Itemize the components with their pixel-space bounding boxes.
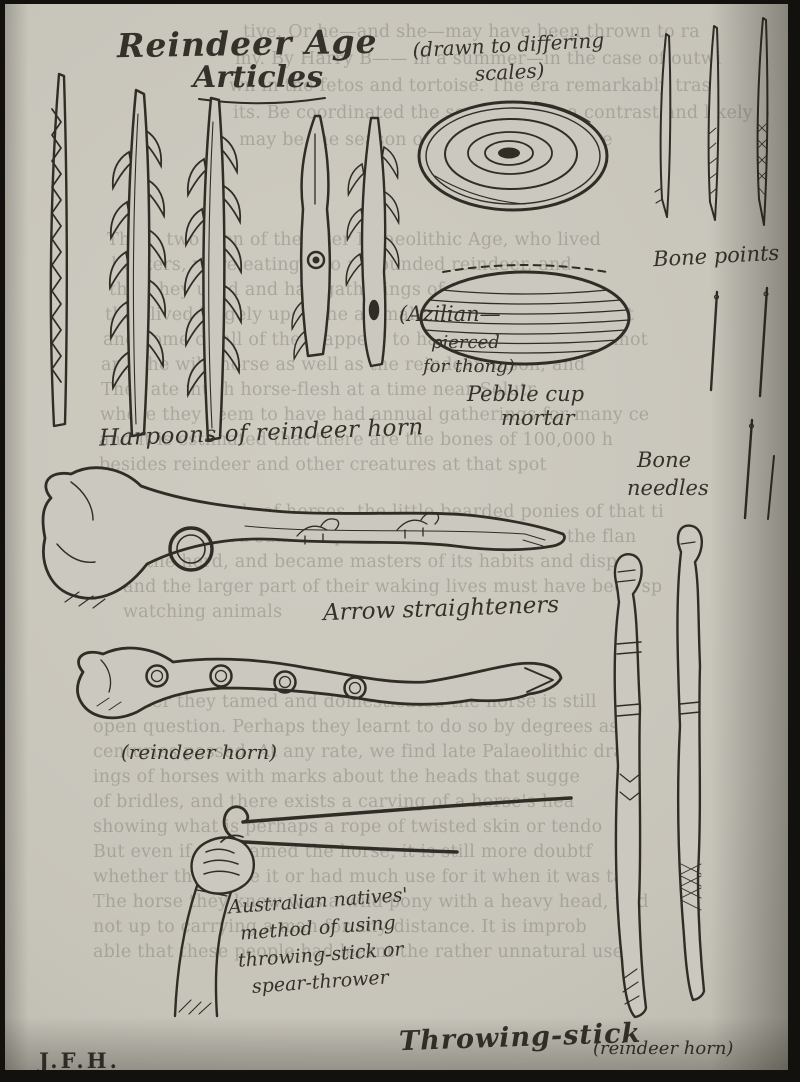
reindeer-horn-note-1: (reindeer horn) — [121, 740, 278, 764]
pebble-cup-caption-line2: mortar — [501, 406, 575, 430]
azilian-note-line1: (Azilian— — [399, 302, 501, 326]
pebble-cup-caption-line1: Pebble cup — [467, 382, 585, 406]
bleedthrough-line: centuries passed. At any rate, we find l… — [93, 742, 625, 762]
bleedthrough-line: its. Be coordinated the seasons with a c… — [233, 103, 771, 123]
reindeer-horn-note-2: (reindeer horn) — [593, 1038, 734, 1059]
bleedthrough-line: But even if they tamed the horse, it is … — [93, 842, 593, 862]
bleedthrough-line: and it is estimated that there are the b… — [99, 430, 614, 450]
bleedthrough-line: that they used and had gatherings of the… — [109, 280, 585, 300]
bleedthrough-line: besides reindeer and other creatures at … — [99, 455, 547, 475]
australian-method-note: Australian natives' method of using thro… — [227, 882, 414, 1002]
page-title-line1: Reindeer Age — [116, 21, 378, 66]
bleedthrough-line: open question. Perhaps they learnt to do… — [93, 717, 632, 737]
bleedthrough-line: and the larger part of their waking live… — [123, 577, 663, 597]
scales-note: (drawn to differing scales) — [402, 26, 617, 91]
page-background: tive. Or he—and she—may have been thrown… — [5, 4, 788, 1070]
bleedthrough-line: These two men of the later Palaeolithic … — [107, 230, 602, 250]
bleedthrough-line: followed herds of horses, the little bea… — [123, 502, 664, 522]
bleedthrough-line: they lived largely upon the animals; wer… — [105, 305, 635, 325]
bleedthrough-line: ings of horses with marks about the head… — [93, 767, 581, 787]
bleedthrough-line: Whether they tamed and domesticated the … — [93, 692, 597, 712]
bleedthrough-line: their elevated summer pasture. They hung… — [123, 527, 637, 547]
bleedthrough-line: showing what is perhaps a rope of twiste… — [93, 817, 603, 837]
bleedthrough-line: may be the season of the frog, or the li… — [239, 130, 613, 150]
bleedthrough-line: my. By Harry B—— in a summer—in the case… — [235, 49, 722, 69]
bleedthrough-line: where they seem to have had annual gathe… — [100, 405, 650, 425]
bleedthrough-line: of the herd, and became masters of its h… — [123, 552, 618, 572]
bleedthrough-line: tive. Or he—and she—may have been thrown… — [243, 22, 700, 42]
bone-needles-caption-line2: needles — [627, 476, 709, 500]
bleedthrough-line: hunters, were eating into a wounded rein… — [111, 255, 572, 275]
azilian-note-line2: pierced — [431, 332, 500, 353]
bleedthrough-line: watching animals — [123, 602, 283, 622]
page-title-line2: Articles — [193, 60, 323, 95]
bleedthrough-line: of bridles, and there exists a carving o… — [93, 792, 575, 812]
azilian-note-line3: for thong) — [423, 356, 515, 377]
bone-needles-caption-line1: Bone — [637, 448, 692, 472]
artist-signature: J.F.H. — [39, 1048, 120, 1070]
bleedthrough-line: and some or all of them appear to have h… — [103, 330, 648, 350]
bleedthrough-line: wn in the fetos and tortoise. The era re… — [229, 76, 711, 96]
